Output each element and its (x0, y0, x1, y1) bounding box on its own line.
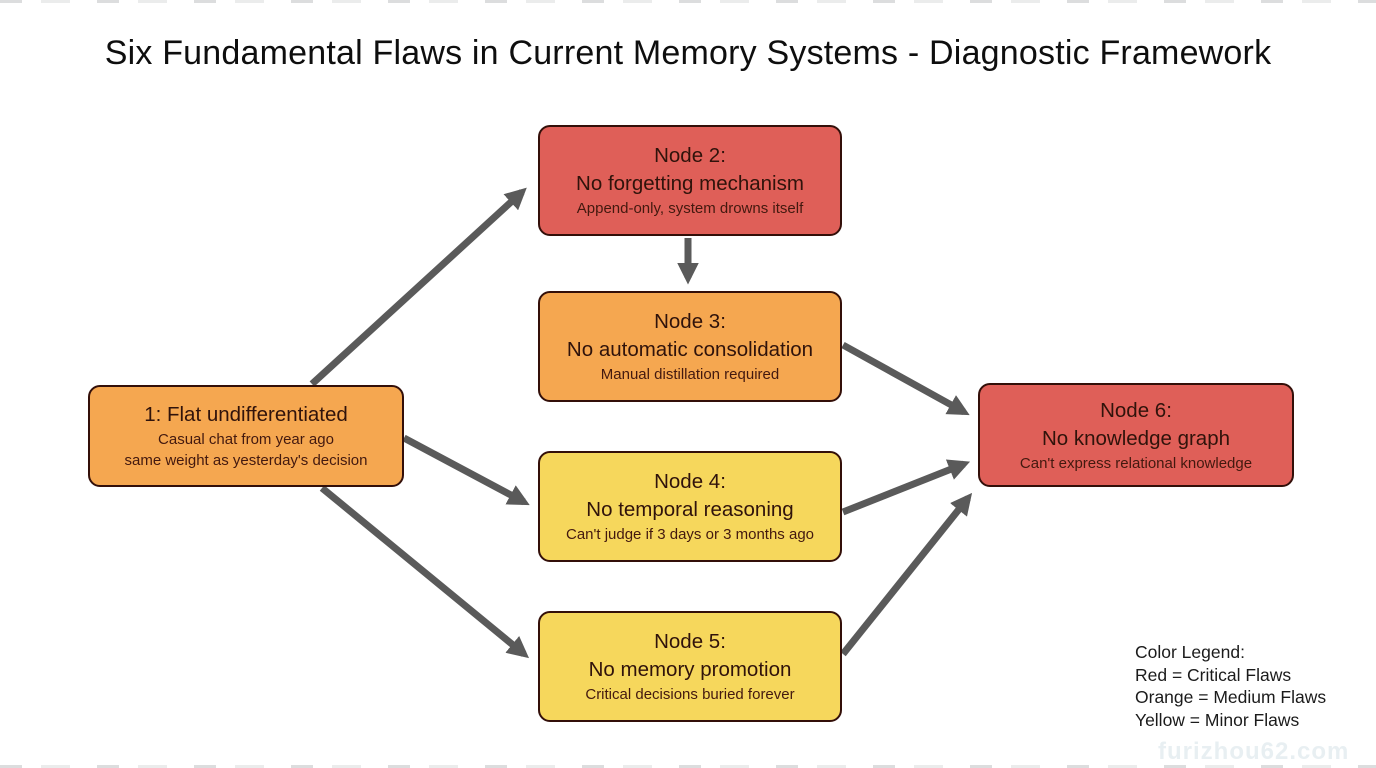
node-subtitle-line: Manual distillation required (600, 366, 780, 383)
node-subtitle-line: same weight as yesterday's decision (124, 452, 368, 469)
arrow-node1-to-node4 (402, 434, 530, 506)
legend-title: Color Legend: (1135, 642, 1245, 662)
node-title-line: Node 2: (654, 144, 726, 167)
bottom-edge-artifact (0, 765, 1376, 768)
arrow-node4-to-node6 (841, 459, 971, 516)
node-4-no-temporal-reasoning: Node 4: No temporal reasoning Can't judg… (538, 451, 842, 562)
node-title-line: No forgetting mechanism (576, 172, 804, 195)
page-title: Six Fundamental Flaws in Current Memory … (104, 34, 1272, 72)
node-2-no-forgetting-mechanism: Node 2: No forgetting mechanism Append-o… (538, 125, 842, 236)
node-1-flat-undifferentiated: 1: Flat undifferentiated Casual chat fro… (88, 385, 404, 487)
legend-entry-orange: Orange = Medium Flaws (1135, 687, 1327, 707)
node-6-no-knowledge-graph: Node 6: No knowledge graph Can't express… (978, 383, 1294, 487)
arrow-node3-to-node6 (841, 341, 970, 416)
top-edge-artifact (0, 0, 1376, 3)
legend-entry-yellow: Yellow = Minor Flaws (1135, 709, 1300, 730)
node-subtitle-line: Append-only, system drowns itself (576, 200, 804, 217)
node-title-line: 1: Flat undifferentiated (144, 403, 348, 426)
node-3-no-automatic-consolidation: Node 3: No automatic consolidation Manua… (538, 291, 842, 402)
node-subtitle-line: Critical decisions buried forever (585, 686, 795, 703)
node-subtitle-line: Casual chat from year ago (158, 431, 334, 448)
arrow-node5-to-node6 (840, 492, 973, 657)
node-title-line: No knowledge graph (1041, 426, 1231, 450)
node-subtitle-line: Can't judge if 3 days or 3 months ago (565, 526, 814, 543)
node-title-line: Node 5: (654, 630, 726, 653)
node-5-no-memory-promotion: Node 5: No memory promotion Critical dec… (538, 611, 842, 722)
arrow-node1-to-node5 (319, 485, 530, 659)
node-title-line: No memory promotion (588, 658, 792, 681)
color-legend: Color Legend: Red = Critical Flaws Orang… (1135, 641, 1326, 731)
node-title-line: No automatic consolidation (566, 338, 814, 361)
node-title-line: No temporal reasoning (586, 498, 794, 521)
node-title-line: Node 4: (654, 470, 726, 493)
node-subtitle-line: Can't express relational knowledge (1019, 454, 1253, 472)
node-title-line: Node 3: (654, 310, 726, 333)
watermark: furizhou62.com (1158, 738, 1350, 765)
arrow-node1-to-node2 (309, 187, 527, 387)
node-title-line: Node 6: (1100, 398, 1172, 422)
legend-entry-red: Red = Critical Flaws (1135, 664, 1292, 685)
